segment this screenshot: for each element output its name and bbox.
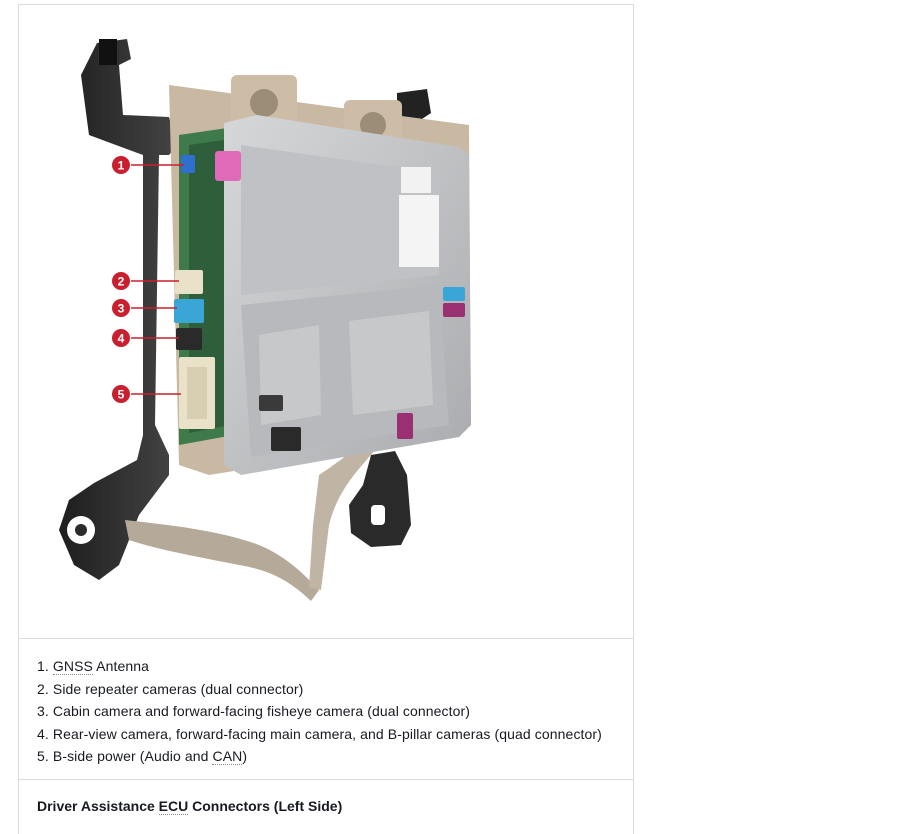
figure: 1 2 3 4 5 1. GNSS Antenna 2. Side repeat [18,4,634,834]
callout-number: 3 [118,302,125,316]
right-violet-connector [443,303,465,317]
callout-5: 5 [112,385,130,403]
abbreviation-gnss[interactable]: GNSS [52,658,93,675]
connector-legend: 1. GNSS Antenna 2. Side repeater cameras… [19,639,633,780]
callout-1: 1 [112,156,130,174]
legend-list: 1. GNSS Antenna 2. Side repeater cameras… [19,639,633,768]
callout-number: 4 [118,332,125,346]
ecu-illustration-icon: 1 2 3 4 5 [59,39,471,601]
legend-item-5: 5. B-side power (Audio and CAN) [37,748,248,765]
figure-caption: Driver Assistance ECU Connectors (Left S… [37,798,343,815]
legend-item-2: 2. Side repeater cameras (dual connector… [37,680,304,697]
legend-item-4: 4. Rear-view camera, forward-facing main… [37,725,602,742]
rear-view-connector [176,328,202,350]
lower-violet-connector [397,413,413,439]
side-repeater-connector [175,270,203,294]
gnss-connector [181,155,195,173]
callout-number: 1 [118,159,125,173]
lower-black-connector [271,427,301,451]
callout-4: 4 [112,329,130,347]
abbreviation-can[interactable]: CAN [212,748,243,765]
legend-item-3: 3. Cabin camera and forward-facing fishe… [37,703,471,719]
callout-number: 2 [118,275,125,289]
callout-number: 5 [118,388,125,402]
right-cyan-connector [443,287,465,301]
callout-2: 2 [112,272,130,290]
callout-3: 3 [112,299,130,317]
ecu-image-area: 1 2 3 4 5 [19,5,633,639]
pink-connector [215,151,241,181]
cabin-camera-connector [174,299,204,323]
legend-item-1: 1. GNSS Antenna [37,658,150,675]
fabric-strap [125,520,319,601]
left-bracket [59,39,177,580]
abbreviation-ecu[interactable]: ECU [158,798,189,815]
